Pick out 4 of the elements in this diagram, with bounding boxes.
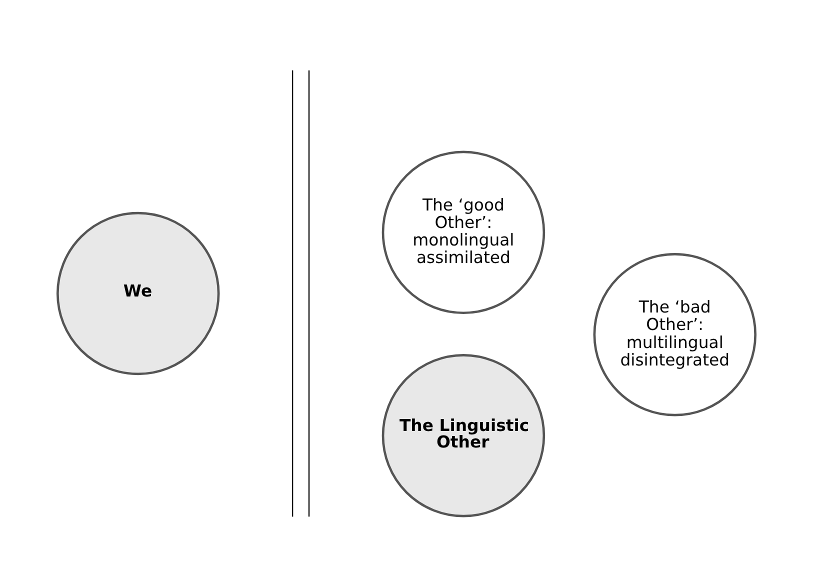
node-circle: We	[56, 211, 220, 375]
node-circle: The ‘good Other’: monolingual assimilated	[382, 150, 546, 314]
node-circle: The Linguistic Other	[382, 354, 546, 517]
node-circle: The ‘bad Other’: multilingual disintegrated	[593, 252, 757, 416]
